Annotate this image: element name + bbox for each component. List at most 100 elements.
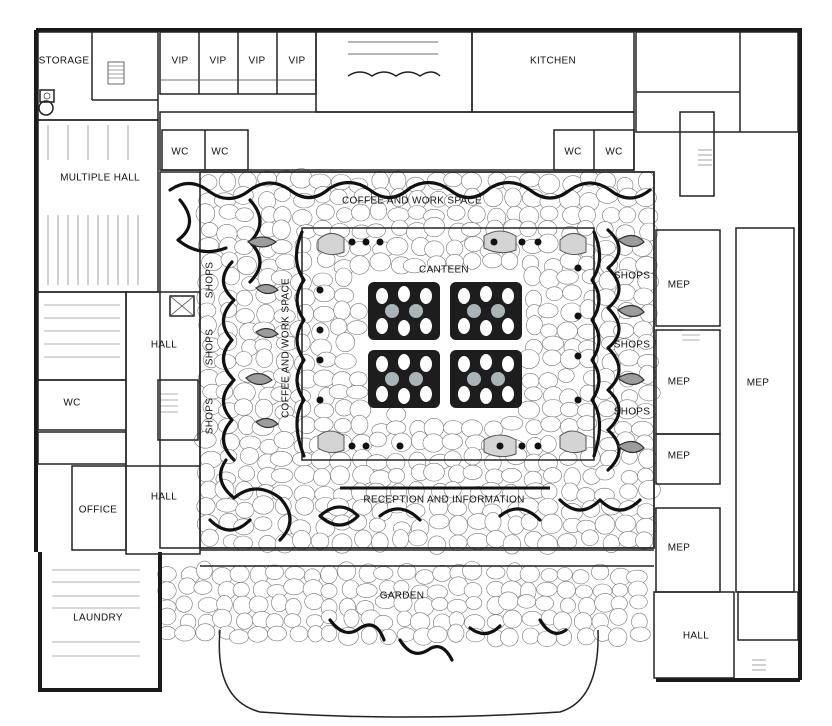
paving-stone bbox=[540, 513, 563, 534]
paving-stone bbox=[265, 564, 284, 580]
paving-stone bbox=[482, 252, 503, 269]
table-cutout bbox=[467, 304, 481, 318]
paving-stone bbox=[234, 398, 253, 416]
paving-stone bbox=[373, 615, 394, 631]
storage-racks bbox=[44, 304, 120, 358]
table-cutout bbox=[398, 320, 410, 336]
paving-stone bbox=[629, 626, 651, 642]
label-vip-2: VIP bbox=[209, 56, 226, 67]
paving-stone bbox=[307, 625, 324, 643]
paving-stone bbox=[228, 629, 249, 645]
paving-stone bbox=[330, 465, 350, 485]
paving-stone bbox=[618, 349, 640, 367]
paving-stone bbox=[638, 480, 661, 500]
paving-stone bbox=[443, 450, 462, 468]
table-cutout bbox=[376, 318, 388, 334]
label-mep-tall: MEP bbox=[747, 378, 770, 389]
paving-stone bbox=[427, 626, 448, 644]
paving-stone bbox=[432, 565, 452, 582]
paving-stone bbox=[252, 495, 275, 515]
paving-stone bbox=[407, 481, 425, 500]
paving-stone bbox=[542, 349, 562, 366]
label-coffee-vertical: COFFEE AND WORK SPACE bbox=[281, 278, 292, 418]
label-multiple-hall: MULTIPLE HALL bbox=[60, 173, 140, 184]
label-wc-top-1: WC bbox=[171, 147, 188, 158]
paving-stone bbox=[175, 595, 193, 613]
paving-stone bbox=[525, 419, 543, 436]
paving-stone bbox=[334, 287, 355, 304]
paving-stone bbox=[294, 464, 316, 484]
paving-stone bbox=[556, 581, 576, 599]
paving-stone bbox=[462, 561, 483, 581]
paving-stone bbox=[636, 503, 656, 519]
stair-icon bbox=[160, 393, 178, 413]
paving-stone bbox=[500, 251, 519, 270]
paving-stone bbox=[572, 569, 590, 585]
paving-stone bbox=[573, 612, 593, 631]
paving-stone bbox=[596, 221, 614, 238]
paving-stone bbox=[504, 187, 522, 208]
table-cutout bbox=[420, 318, 432, 334]
paving-stone bbox=[502, 609, 523, 629]
paving-stone bbox=[388, 468, 405, 484]
paving-stone bbox=[248, 595, 269, 614]
paving-stone bbox=[283, 613, 302, 628]
paving-stone bbox=[422, 433, 445, 453]
paving-stone bbox=[431, 597, 449, 611]
paving-stone bbox=[273, 431, 295, 449]
table-cutout bbox=[409, 372, 423, 386]
paving-stone bbox=[519, 220, 537, 237]
paving-stone bbox=[556, 321, 578, 341]
paving-stone bbox=[215, 498, 239, 513]
label-shops-right-3: SHOPS bbox=[614, 407, 651, 418]
paving-stone bbox=[523, 266, 542, 287]
paving-stone bbox=[315, 203, 335, 221]
paving-stone bbox=[594, 514, 616, 535]
paving-stone bbox=[174, 624, 196, 642]
label-wc-top-2: WC bbox=[211, 147, 228, 158]
paving-stone bbox=[247, 626, 268, 643]
label-mep-3: MEP bbox=[668, 451, 691, 462]
paving-stone bbox=[556, 269, 579, 285]
paving-stone bbox=[178, 577, 197, 595]
paving-stone bbox=[427, 535, 447, 555]
paving-stone bbox=[498, 591, 519, 611]
paving-stone bbox=[343, 608, 360, 628]
paving-stone bbox=[540, 416, 561, 433]
paving-stone bbox=[461, 222, 482, 237]
paving-stone bbox=[543, 467, 562, 484]
paving-stone bbox=[295, 497, 315, 516]
paving-stone bbox=[466, 533, 490, 550]
paving-stone bbox=[369, 431, 387, 448]
paving-stone bbox=[392, 529, 409, 549]
table-cutout bbox=[502, 356, 514, 372]
paving-stone bbox=[576, 415, 597, 432]
paving-stone bbox=[284, 566, 306, 581]
paving-stone bbox=[304, 593, 324, 610]
paving-stone bbox=[273, 308, 296, 324]
table-cutout bbox=[420, 288, 432, 304]
hall-seating bbox=[47, 125, 139, 285]
label-shops-left-3: SHOPS bbox=[205, 398, 216, 435]
table-cutout bbox=[458, 288, 470, 304]
paving-stone bbox=[619, 483, 638, 500]
table-cutout bbox=[376, 288, 388, 304]
paving-stone bbox=[235, 501, 255, 519]
paving-stone bbox=[609, 607, 628, 626]
paving-stone bbox=[297, 416, 317, 434]
table-cutout bbox=[458, 356, 470, 372]
label-mep-1: MEP bbox=[668, 280, 691, 291]
paving-stone bbox=[575, 584, 593, 599]
paving-stone bbox=[591, 563, 610, 581]
paving-stone bbox=[607, 627, 628, 647]
paving-stone bbox=[366, 223, 386, 238]
paving-stone bbox=[486, 614, 506, 630]
paving-stone bbox=[485, 468, 505, 485]
paving-stone bbox=[313, 468, 331, 487]
paving-stone bbox=[354, 529, 373, 549]
elevator-icon bbox=[169, 295, 195, 317]
table-cutout bbox=[458, 318, 470, 334]
paving-stone bbox=[271, 239, 293, 255]
table-cutout bbox=[420, 386, 432, 402]
paving-stone bbox=[539, 269, 561, 289]
